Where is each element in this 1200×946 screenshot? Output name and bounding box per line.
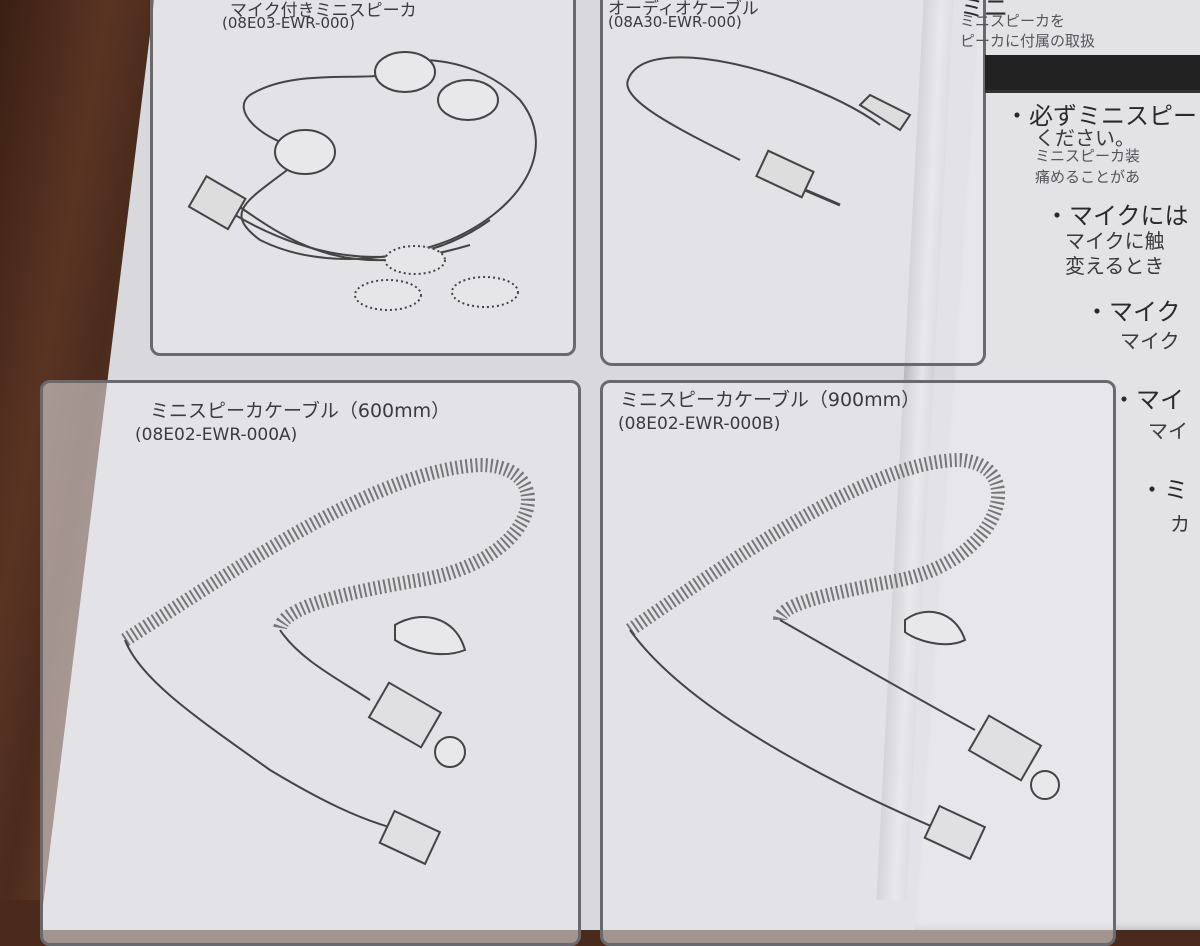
bullet-line: 変えるとき [1065,254,1165,278]
coiled-cable-600-drawing [121,457,535,866]
bullet-heading: ・マイクには [1045,202,1189,230]
part-code: (08E03-EWR-000) [222,14,355,32]
intro-line: ミニスピーカを [960,12,1066,30]
part-code: (08A30-EWR-000) [608,13,742,31]
bullet-line: マイ [1148,419,1188,443]
audio-cable-drawing [626,56,912,207]
panel-mini-speaker-cable-600 [40,380,581,946]
panel-title: オーディオケーブル [608,0,759,19]
divider [985,90,1200,93]
bullet-heading: ・マイ [1112,386,1184,414]
panel-title: マイク付きミニスピーカ [230,1,417,21]
bullet-line: ミニスピーカ装 [1035,147,1141,165]
panel-title: ミニスピーカケーブル（600mm） [150,400,451,422]
bullet-line: 痛めることがあ [1035,168,1141,186]
bullet-line: カ [1170,512,1190,536]
warning-header-bar [985,55,1200,93]
intro-line: ピーカに付属の取扱 [960,32,1096,50]
bullet-heading: ・必ずミニスピー [1005,102,1197,130]
bullet-heading: ・マイク [1085,298,1181,326]
part-code: (08E02-EWR-000A) [135,425,298,445]
product-illustrations [121,51,1060,866]
bullet-heading: ・ミ [1140,476,1188,504]
part-code: (08E02-EWR-000B) [618,414,781,434]
bullet-line: マイク [1120,329,1180,353]
panel-title: ミニスピーカケーブル（900mm） [620,389,921,411]
mic-mini-speaker-drawing [187,51,537,311]
coiled-cable-900-drawing [626,452,1060,861]
right-page-heading: ミニ [960,0,1008,22]
bullet-line: ください。 [1035,126,1135,150]
panel-mini-speaker-cable-900 [600,380,1116,946]
bullet-line: マイクに触 [1065,229,1165,253]
